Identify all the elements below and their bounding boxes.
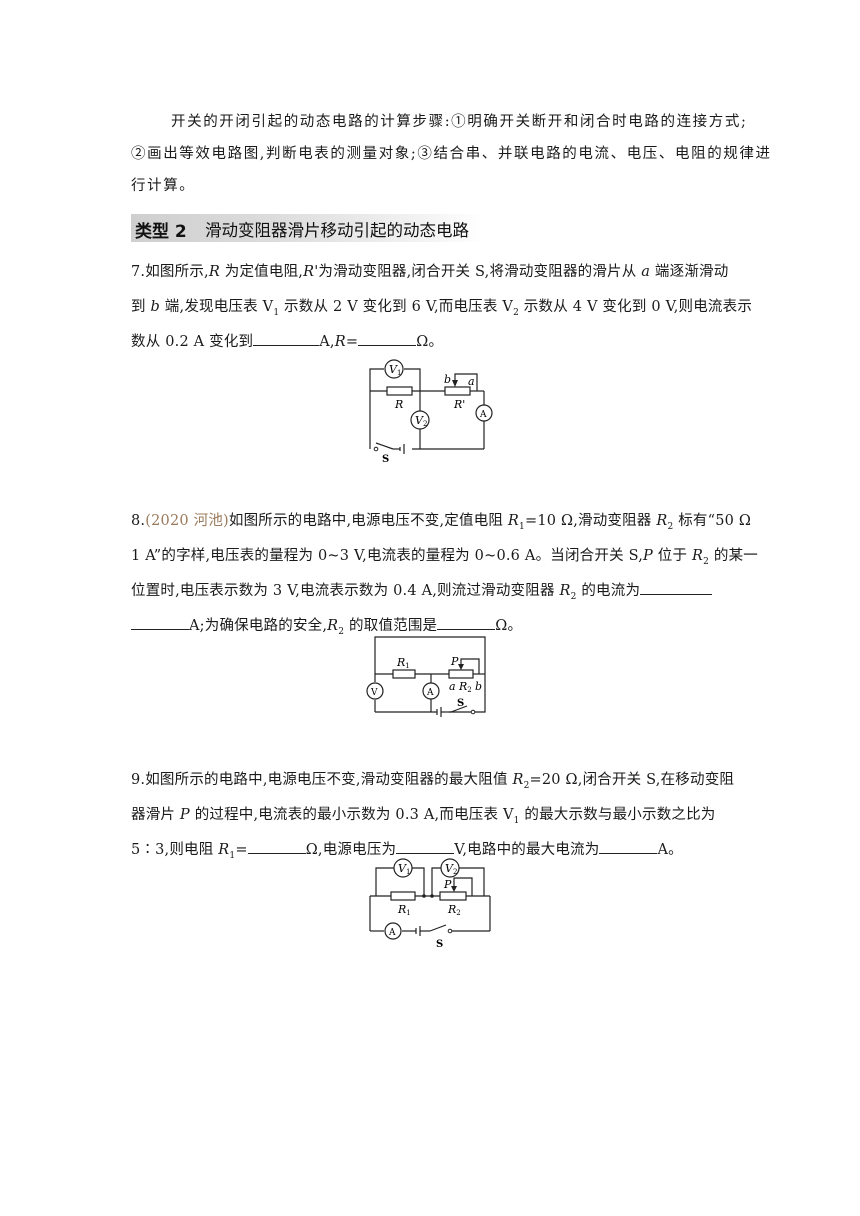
q8-line-1: 8.(2020 河池)如图所示的电路中,电源电压不变,定值电阻 R1=10 Ω,… [131, 513, 752, 532]
svg-text:R1: R1 [397, 903, 411, 917]
q8-blank-current-a[interactable] [640, 582, 713, 595]
q8-fig-ammeter: A [426, 688, 434, 698]
q8-blank-range[interactable] [437, 617, 496, 630]
q9-fig-p: P [443, 878, 452, 891]
q9-line-1: 9.如图所示的电路中,电源电压不变,滑动变阻器的最大阻值 R2=20 Ω,闭合开… [131, 772, 735, 791]
svg-text:R2: R2 [447, 903, 461, 917]
q7-line-1: 7.如图所示,R 为定值电阻,R'为滑动变阻器,闭合开关 S,将滑动变阻器的滑片… [131, 264, 729, 280]
q9-circuit-diagram: V1 V2 P R1 R2 A S [369, 858, 491, 950]
svg-text:V2: V2 [445, 862, 457, 876]
q7-circuit-diagram: V1 V2 R R' b a A S [369, 359, 493, 464]
svg-text:R2: R2 [458, 680, 472, 694]
q7-blank-resistance[interactable] [358, 333, 417, 346]
q8-line-3: 位置时,电压表示数为 3 V,电流表示数为 0.4 A,则流过滑动变阻器 R2 … [131, 579, 713, 602]
q7-line-2: 到 b 端,发现电压表 V1 示数从 2 V 变化到 6 V,而电压表 V2 示… [131, 299, 753, 318]
svg-text:R1: R1 [396, 656, 410, 670]
section-label: 类型 2 [135, 222, 187, 242]
section-title: 滑动变阻器滑片移动引起的动态电路 [205, 221, 469, 240]
section-header-bar [131, 214, 483, 242]
q8-fig-voltmeter: V [370, 688, 378, 698]
q9-blank-max-current[interactable] [599, 841, 658, 854]
q8-fig-b: b [475, 680, 482, 693]
tip-line-1: 开关的开闭引起的动态电路的计算步骤:①明确开关断开和闭合时电路的连接方式; [171, 114, 748, 130]
q8-fig-switch: S [457, 698, 464, 709]
q7-fig-a: a [468, 375, 475, 388]
q7-fig-ammeter: A [479, 410, 487, 420]
q9-blank-r1[interactable] [247, 841, 306, 854]
q8-line-2: 1 A”的字样,电压表的量程为 0~3 V,电流表的量程为 0~0.6 A。当闭… [131, 548, 759, 567]
q7-fig-b: b [444, 373, 451, 386]
q8-fig-a: a [449, 680, 456, 693]
svg-text:V1: V1 [389, 363, 401, 377]
q9-blank-voltage[interactable] [396, 841, 455, 854]
tip-line-3: 行计算。 [131, 178, 196, 194]
q9-fig-ammeter: A [388, 928, 396, 938]
q9-fig-switch: S [436, 939, 443, 950]
q8-fig-p: P [450, 655, 459, 668]
q8-blank-current-b[interactable] [131, 617, 189, 630]
q7-fig-switch: S [382, 454, 389, 464]
q7-fig-r: R [394, 398, 403, 411]
tip-line-2: ②画出等效电路图,判断电表的测量对象;③结合串、并联电路的电流、电压、电阻的规律… [131, 146, 772, 162]
svg-text:V2: V2 [415, 414, 427, 428]
q7-fig-rp: R' [453, 398, 465, 411]
q8-circuit-diagram: R1 P a R2 b V A S [366, 636, 486, 717]
q9-line-2: 器滑片 P 的过程中,电流表的最小示数为 0.3 A,而电压表 V1 的最大示数… [131, 807, 716, 826]
svg-text:V1: V1 [398, 862, 410, 876]
section-header: 类型 2 滑动变阻器滑片移动引起的动态电路 [131, 214, 483, 242]
q7-blank-current[interactable] [253, 333, 320, 346]
